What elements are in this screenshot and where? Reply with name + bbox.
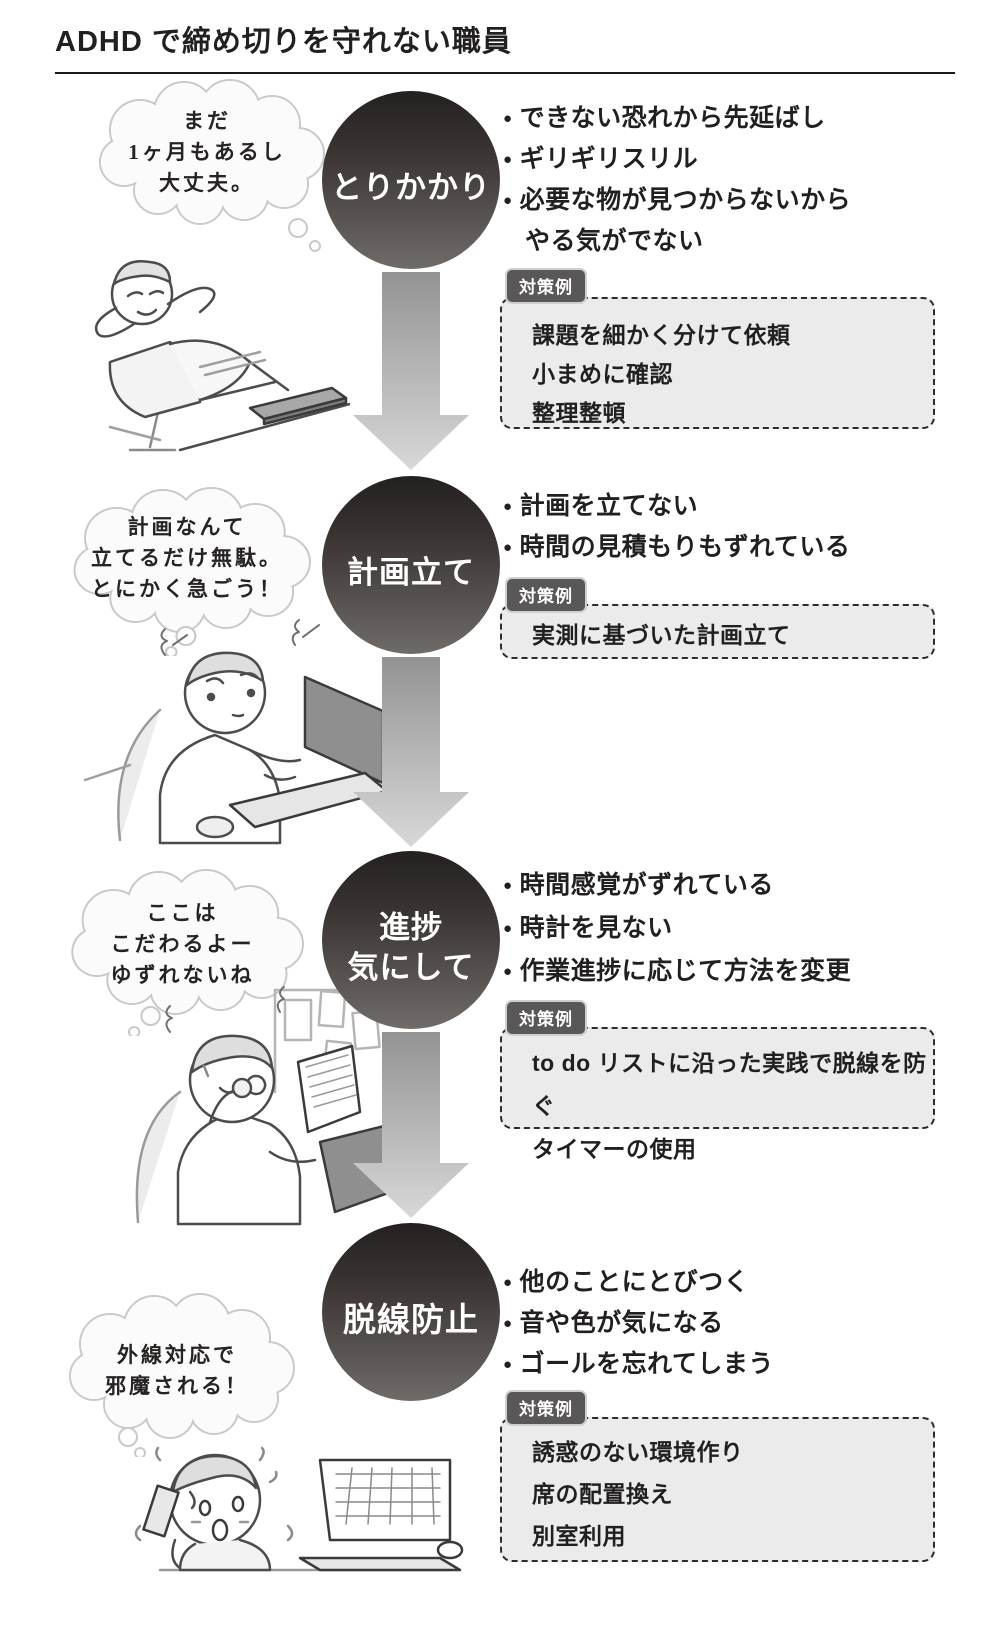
stage-circle-planning: 計画立て	[322, 476, 500, 654]
cloud-shape	[69, 1293, 295, 1457]
measures-tag: 対策例	[505, 1000, 587, 1036]
bullet-icon: ●	[503, 498, 513, 515]
measures-box: 誘惑のない環境作り 席の配置換え 別室利用	[500, 1417, 935, 1562]
bullet-icon: ●	[503, 920, 513, 937]
list-item: ●必要な物が見つからないからやる気がでない	[503, 186, 852, 255]
cloud-shape	[73, 487, 311, 656]
thought-bubble-derailment: 外線対応で 邪魔される！	[58, 1292, 296, 1457]
flow-arrow-down	[353, 272, 469, 470]
bullet-icon: ●	[503, 151, 513, 168]
cloud-shape	[71, 869, 304, 1036]
measure-item: 小まめに確認	[532, 361, 673, 387]
bullet-icon: ●	[503, 1315, 513, 1332]
bullet-icon: ●	[503, 963, 513, 980]
list-item: ●時間感覚がずれている	[503, 871, 774, 899]
symptom-list: ●時間感覚がずれている ●時計を見ない ●作業進捗に応じて方法を変更	[503, 864, 955, 993]
measure-item: タイマーの使用	[532, 1136, 697, 1162]
measures-tag: 対策例	[505, 1390, 587, 1426]
thought-text: ここは こだわるよー ゆずれないね	[110, 901, 255, 987]
list-item: ●作業進捗に応じて方法を変更	[503, 957, 852, 985]
thought-text: 外線対応で 邪魔される！	[105, 1343, 249, 1398]
symptom-list: ●できない恐れから先延ばし ●ギリギリスリル ●必要な物が見つからないからやる気…	[503, 98, 955, 261]
bullet-icon: ●	[503, 539, 513, 556]
measure-item: 誘惑のない環境作り	[532, 1439, 744, 1465]
flow-arrow-down	[353, 1032, 469, 1218]
measures-box: 課題を細かく分けて依頼 小まめに確認 整理整頓	[500, 297, 935, 429]
measure-item: 実測に基づいた計画立て	[532, 622, 791, 648]
measure-item: 席の配置換え	[532, 1481, 673, 1507]
thought-bubble-start: まだ 1ヶ月もあるし 大丈夫。	[88, 78, 326, 253]
person-illustration-relaxing	[94, 260, 350, 452]
list-item: ●時計を見ない	[503, 914, 673, 942]
bullet-icon: ●	[503, 1274, 513, 1291]
list-item: ●計画を立てない	[503, 492, 699, 520]
measures-tag: 対策例	[505, 268, 587, 304]
measure-item: 整理整頓	[532, 400, 626, 426]
list-item: ●時間の見積もりもずれている	[503, 533, 851, 561]
thought-text: 計画なんて 立てるだけ無駄。 とにかく急ごう！	[91, 515, 283, 601]
bullet-icon: ●	[503, 192, 513, 209]
measure-item: 別室利用	[532, 1523, 626, 1549]
bullet-icon: ●	[503, 877, 513, 894]
person-illustration-rushing	[83, 619, 389, 845]
bullet-icon: ●	[503, 110, 513, 127]
bullet-icon: ●	[503, 1356, 513, 1373]
thought-bubble-progress: ここは こだわるよー ゆずれないね	[60, 868, 305, 1036]
cloud-shape	[99, 79, 325, 252]
stage-circle-derailment: 脱線防止	[322, 1223, 500, 1401]
thought-bubble-planning: 計画なんて 立てるだけ無駄。 とにかく急ごう！	[62, 486, 312, 656]
stage-circle-progress: 進捗 気にして	[322, 851, 500, 1029]
measures-tag: 対策例	[505, 577, 587, 613]
symptom-list: ●他のことにとびつく ●音や色が気になる ●ゴールを忘れてしまう	[503, 1262, 955, 1385]
list-item: ●音や色が気になる	[503, 1309, 724, 1337]
flow-arrow-down	[353, 657, 469, 847]
thought-text: まだ 1ヶ月もあるし 大丈夫。	[128, 109, 286, 195]
measures-box: 実測に基づいた計画立て	[500, 604, 935, 659]
measure-item: 課題を細かく分けて依頼	[532, 322, 791, 348]
stage-circle-start: とりかかり	[322, 91, 500, 269]
measure-item: to do リストに沿った実践で脱線を防ぐ	[532, 1050, 927, 1119]
page-title: ADHD で締め切りを守れない職員	[55, 18, 955, 74]
symptom-list: ●計画を立てない ●時間の見積もりもずれている	[503, 486, 955, 568]
list-item: ●できない恐れから先延ばし	[503, 104, 826, 132]
list-item: ●ギリギリスリル	[503, 145, 699, 173]
list-item: ●他のことにとびつく	[503, 1268, 750, 1296]
person-illustration-phone-call	[134, 1446, 464, 1572]
list-item: ●ゴールを忘れてしまう	[503, 1350, 774, 1378]
measures-box: to do リストに沿った実践で脱線を防ぐ タイマーの使用	[500, 1027, 935, 1162]
